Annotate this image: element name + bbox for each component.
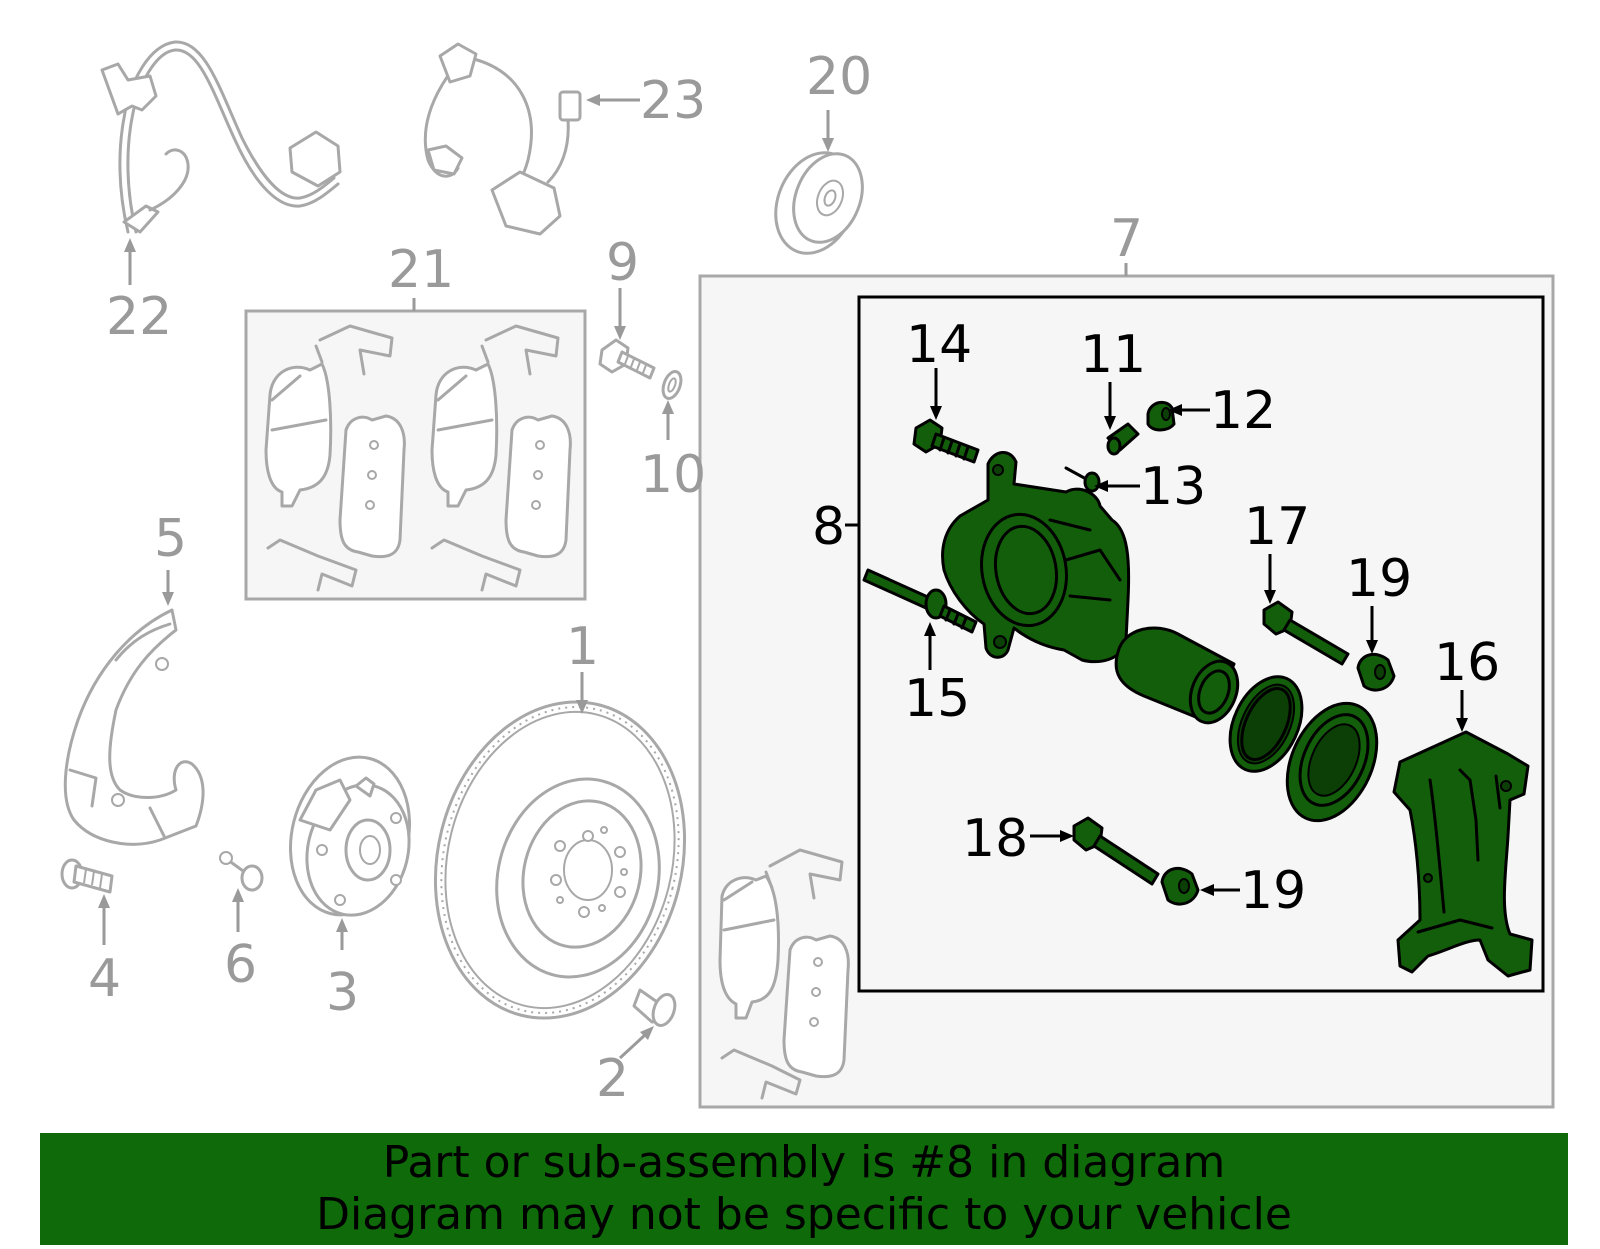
callout-2: 2 (596, 1049, 629, 1109)
callout-9: 9 (606, 233, 639, 293)
part-15-guide-pin-bolt[interactable] (862, 568, 978, 634)
part-14-bolt[interactable] (912, 418, 980, 464)
part-piston[interactable] (1114, 626, 1246, 730)
callout-12: 12 (1210, 381, 1276, 441)
callout-19-lower: 19 (1240, 861, 1306, 921)
callout-16: 16 (1434, 633, 1500, 693)
callout-7: 7 (1110, 209, 1143, 269)
callout-4: 4 (88, 949, 121, 1009)
callout-5: 5 (154, 509, 187, 569)
part-12-cap[interactable] (1146, 400, 1176, 432)
callout-19-upper: 19 (1346, 549, 1412, 609)
part-19-boot-lower[interactable] (1160, 866, 1200, 906)
part-piston-boot[interactable] (1270, 689, 1395, 835)
part-22-speed-sensor-cable[interactable] (100, 40, 342, 234)
leader-lines-black (845, 368, 1468, 896)
callout-17: 17 (1244, 497, 1310, 557)
part-16-caliper-bracket[interactable] (1392, 730, 1534, 978)
part-20-dust-cap[interactable] (761, 141, 875, 266)
banner-line-2: Diagram may not be specific to your vehi… (316, 1189, 1292, 1240)
part-23-sensor-harness[interactable] (423, 42, 582, 236)
callout-10: 10 (640, 445, 706, 505)
part-11-bleeder-cap[interactable] (1106, 422, 1140, 456)
part-piston-seal[interactable] (1216, 665, 1316, 783)
callout-14: 14 (906, 315, 972, 375)
callout-3: 3 (326, 963, 359, 1023)
callout-22: 22 (106, 287, 172, 347)
part-6-screw[interactable] (219, 851, 264, 892)
part-2-rotor-screw[interactable] (632, 988, 679, 1028)
part-1-brake-rotor[interactable] (403, 675, 717, 1045)
part-17-guide-pin[interactable] (1262, 600, 1350, 666)
part-21-brake-pads[interactable] (264, 324, 572, 592)
callout-8: 8 (812, 497, 845, 557)
leader-lines-gray (98, 94, 1128, 1060)
callout-11: 11 (1080, 325, 1146, 385)
callout-1: 1 (566, 617, 599, 677)
callout-21: 21 (388, 240, 454, 300)
callout-6: 6 (224, 935, 257, 995)
part-4-wheel-stud[interactable] (60, 858, 114, 894)
info-banner: Part or sub-assembly is #8 in diagram Di… (40, 1133, 1568, 1245)
part-19-boot-upper[interactable] (1356, 652, 1396, 692)
callout-20: 20 (806, 47, 872, 107)
banner-line-1: Part or sub-assembly is #8 in diagram (382, 1137, 1226, 1188)
part-5-dust-shield[interactable] (63, 608, 205, 846)
callout-23: 23 (640, 71, 706, 131)
part-9-bolt[interactable] (598, 338, 656, 380)
part-10-washer[interactable] (660, 369, 685, 401)
part-18-guide-pin[interactable] (1072, 816, 1160, 886)
callout-15: 15 (904, 669, 970, 729)
box7-pads[interactable] (718, 848, 850, 1100)
part-3-hub-bearing[interactable] (274, 744, 425, 927)
callout-13: 13 (1140, 457, 1206, 517)
part-8-caliper-body[interactable] (941, 451, 1131, 664)
callout-18: 18 (962, 809, 1028, 869)
